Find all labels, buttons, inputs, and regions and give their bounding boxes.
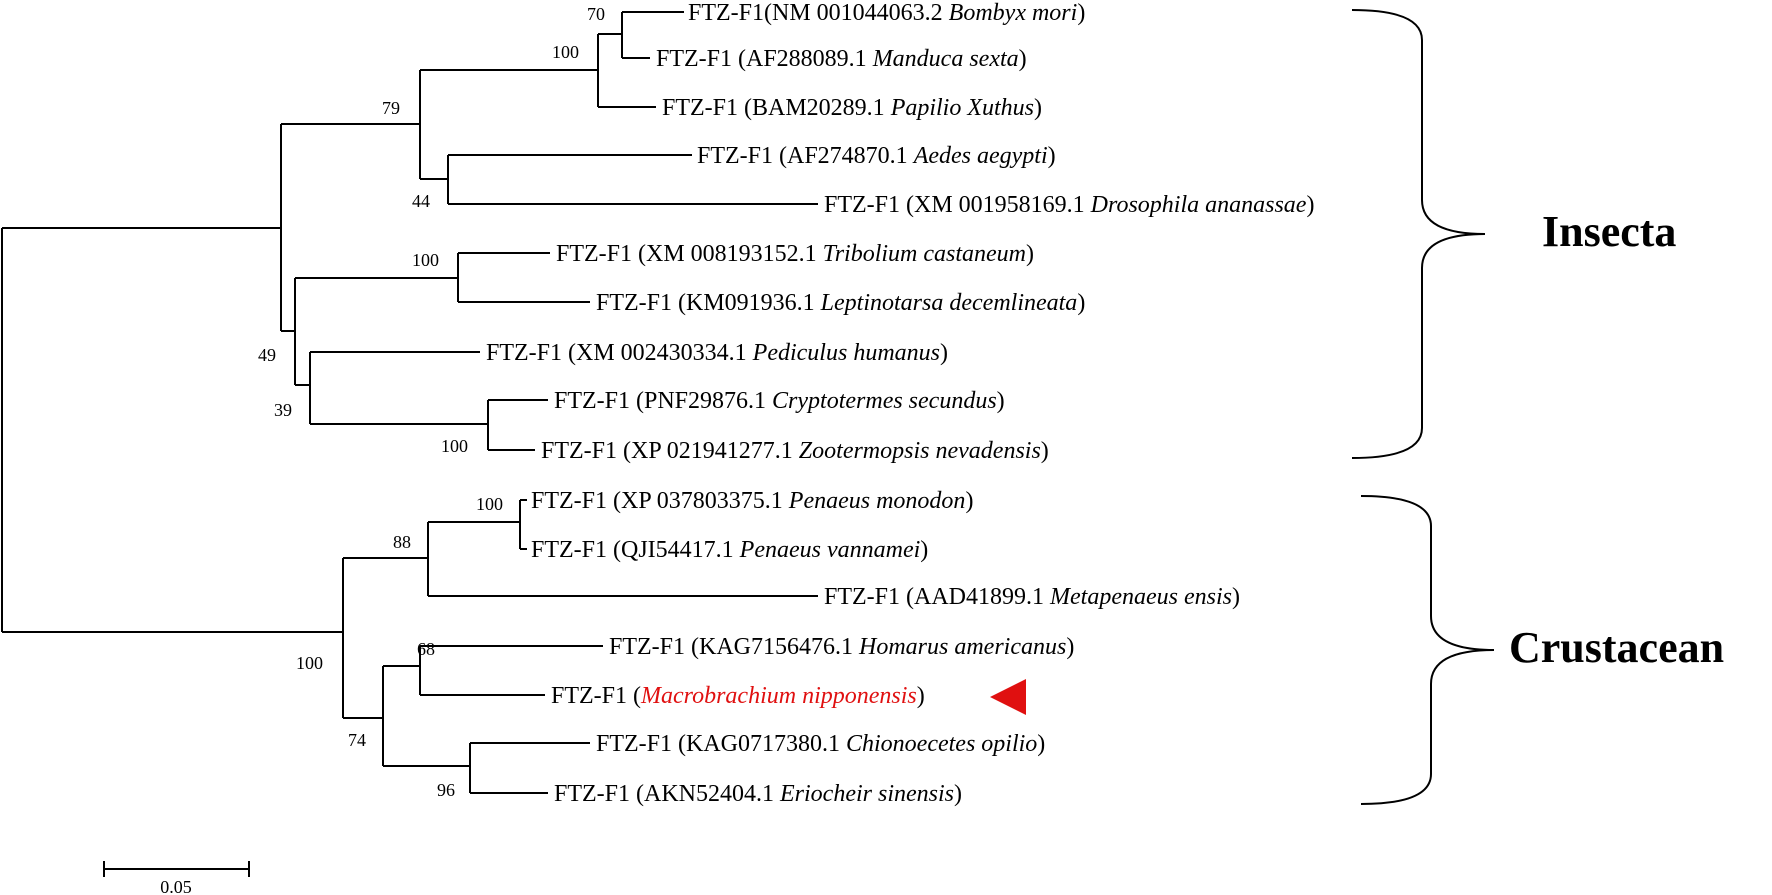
- leaf-macrobrachium: FTZ-F1 (Macrobrachium nipponensis): [551, 683, 925, 709]
- scale-bar-label: 0.05: [160, 877, 192, 895]
- clade-label-crustacean: Crustacean: [1509, 623, 1724, 672]
- leaf-monodon: FTZ-F1 (XP 037803375.1 Penaeus monodon): [531, 488, 973, 514]
- leaf-zootermopsis: FTZ-F1 (XP 021941277.1 Zootermopsis neva…: [541, 438, 1049, 464]
- bootstrap-bombyx-manduca: 70: [587, 4, 605, 24]
- leaf-chionoecetes: FTZ-F1 (KAG0717380.1 Chionoecetes opilio…: [596, 731, 1045, 757]
- bootstrap-lepidoptera: 100: [552, 42, 579, 62]
- bootstrap-termites: 100: [441, 436, 468, 456]
- bootstrap-homarus-macro: 68: [417, 639, 435, 659]
- leaf-metapenaeus: FTZ-F1 (AAD41899.1 Metapenaeus ensis): [824, 584, 1240, 610]
- leaf-pediculus: FTZ-F1 (XM 002430334.1 Pediculus humanus…: [486, 340, 948, 366]
- leaf-bombyx: FTZ-F1(NM 001044063.2 Bombyx mori): [688, 0, 1085, 26]
- bootstrap-values: 70 100 79 44 100 49 39 100 100 88 100 68…: [258, 4, 605, 800]
- scale-bar: 0.05: [103, 861, 250, 895]
- bootstrap-reptantia: 74: [348, 730, 366, 750]
- leaf-labels: FTZ-F1(NM 001044063.2 Bombyx mori) FTZ-F…: [486, 0, 1314, 807]
- bootstrap-holometabola-a: 79: [382, 98, 400, 118]
- leaf-cryptotermes: FTZ-F1 (PNF29876.1 Cryptotermes secundus…: [554, 388, 1005, 414]
- bootstrap-coleoptera: 100: [412, 250, 439, 270]
- left-pointing-triangle-icon: [990, 679, 1026, 715]
- tree-branches: [1, 11, 818, 794]
- crustacean-brace: [1360, 495, 1495, 805]
- leaf-manduca: FTZ-F1 (AF288089.1 Manduca sexta): [656, 46, 1027, 72]
- bootstrap-diptera: 44: [412, 191, 430, 211]
- leaf-aedes: FTZ-F1 (AF274870.1 Aedes aegypti): [697, 143, 1056, 169]
- bootstrap-penaeus: 100: [476, 494, 503, 514]
- bootstrap-brachyura: 96: [437, 780, 455, 800]
- bootstrap-crustacea: 100: [296, 653, 323, 673]
- leaf-vannamei: FTZ-F1 (QJI54417.1 Penaeus vannamei): [531, 537, 928, 563]
- leaf-leptinotarsa: FTZ-F1 (KM091936.1 Leptinotarsa decemlin…: [596, 290, 1085, 316]
- scale-bar-line: [103, 861, 250, 877]
- leaf-tribolium: FTZ-F1 (XM 008193152.1 Tribolium castane…: [556, 241, 1034, 267]
- bootstrap-penaeidae: 88: [393, 532, 411, 552]
- leaf-eriocheir: FTZ-F1 (AKN52404.1 Eriocheir sinensis): [554, 781, 962, 807]
- leaf-papilio: FTZ-F1 (BAM20289.1 Papilio Xuthus): [662, 95, 1042, 121]
- leaf-homarus: FTZ-F1 (KAG7156476.1 Homarus americanus): [609, 634, 1074, 660]
- bootstrap-hemi: 39: [274, 400, 292, 420]
- clade-label-insecta: Insecta: [1542, 207, 1676, 256]
- insecta-brace: [1351, 9, 1486, 459]
- leaf-drosophila: FTZ-F1 (XM 001958169.1 Drosophila ananas…: [824, 192, 1314, 218]
- bootstrap-insecta-b: 49: [258, 345, 276, 365]
